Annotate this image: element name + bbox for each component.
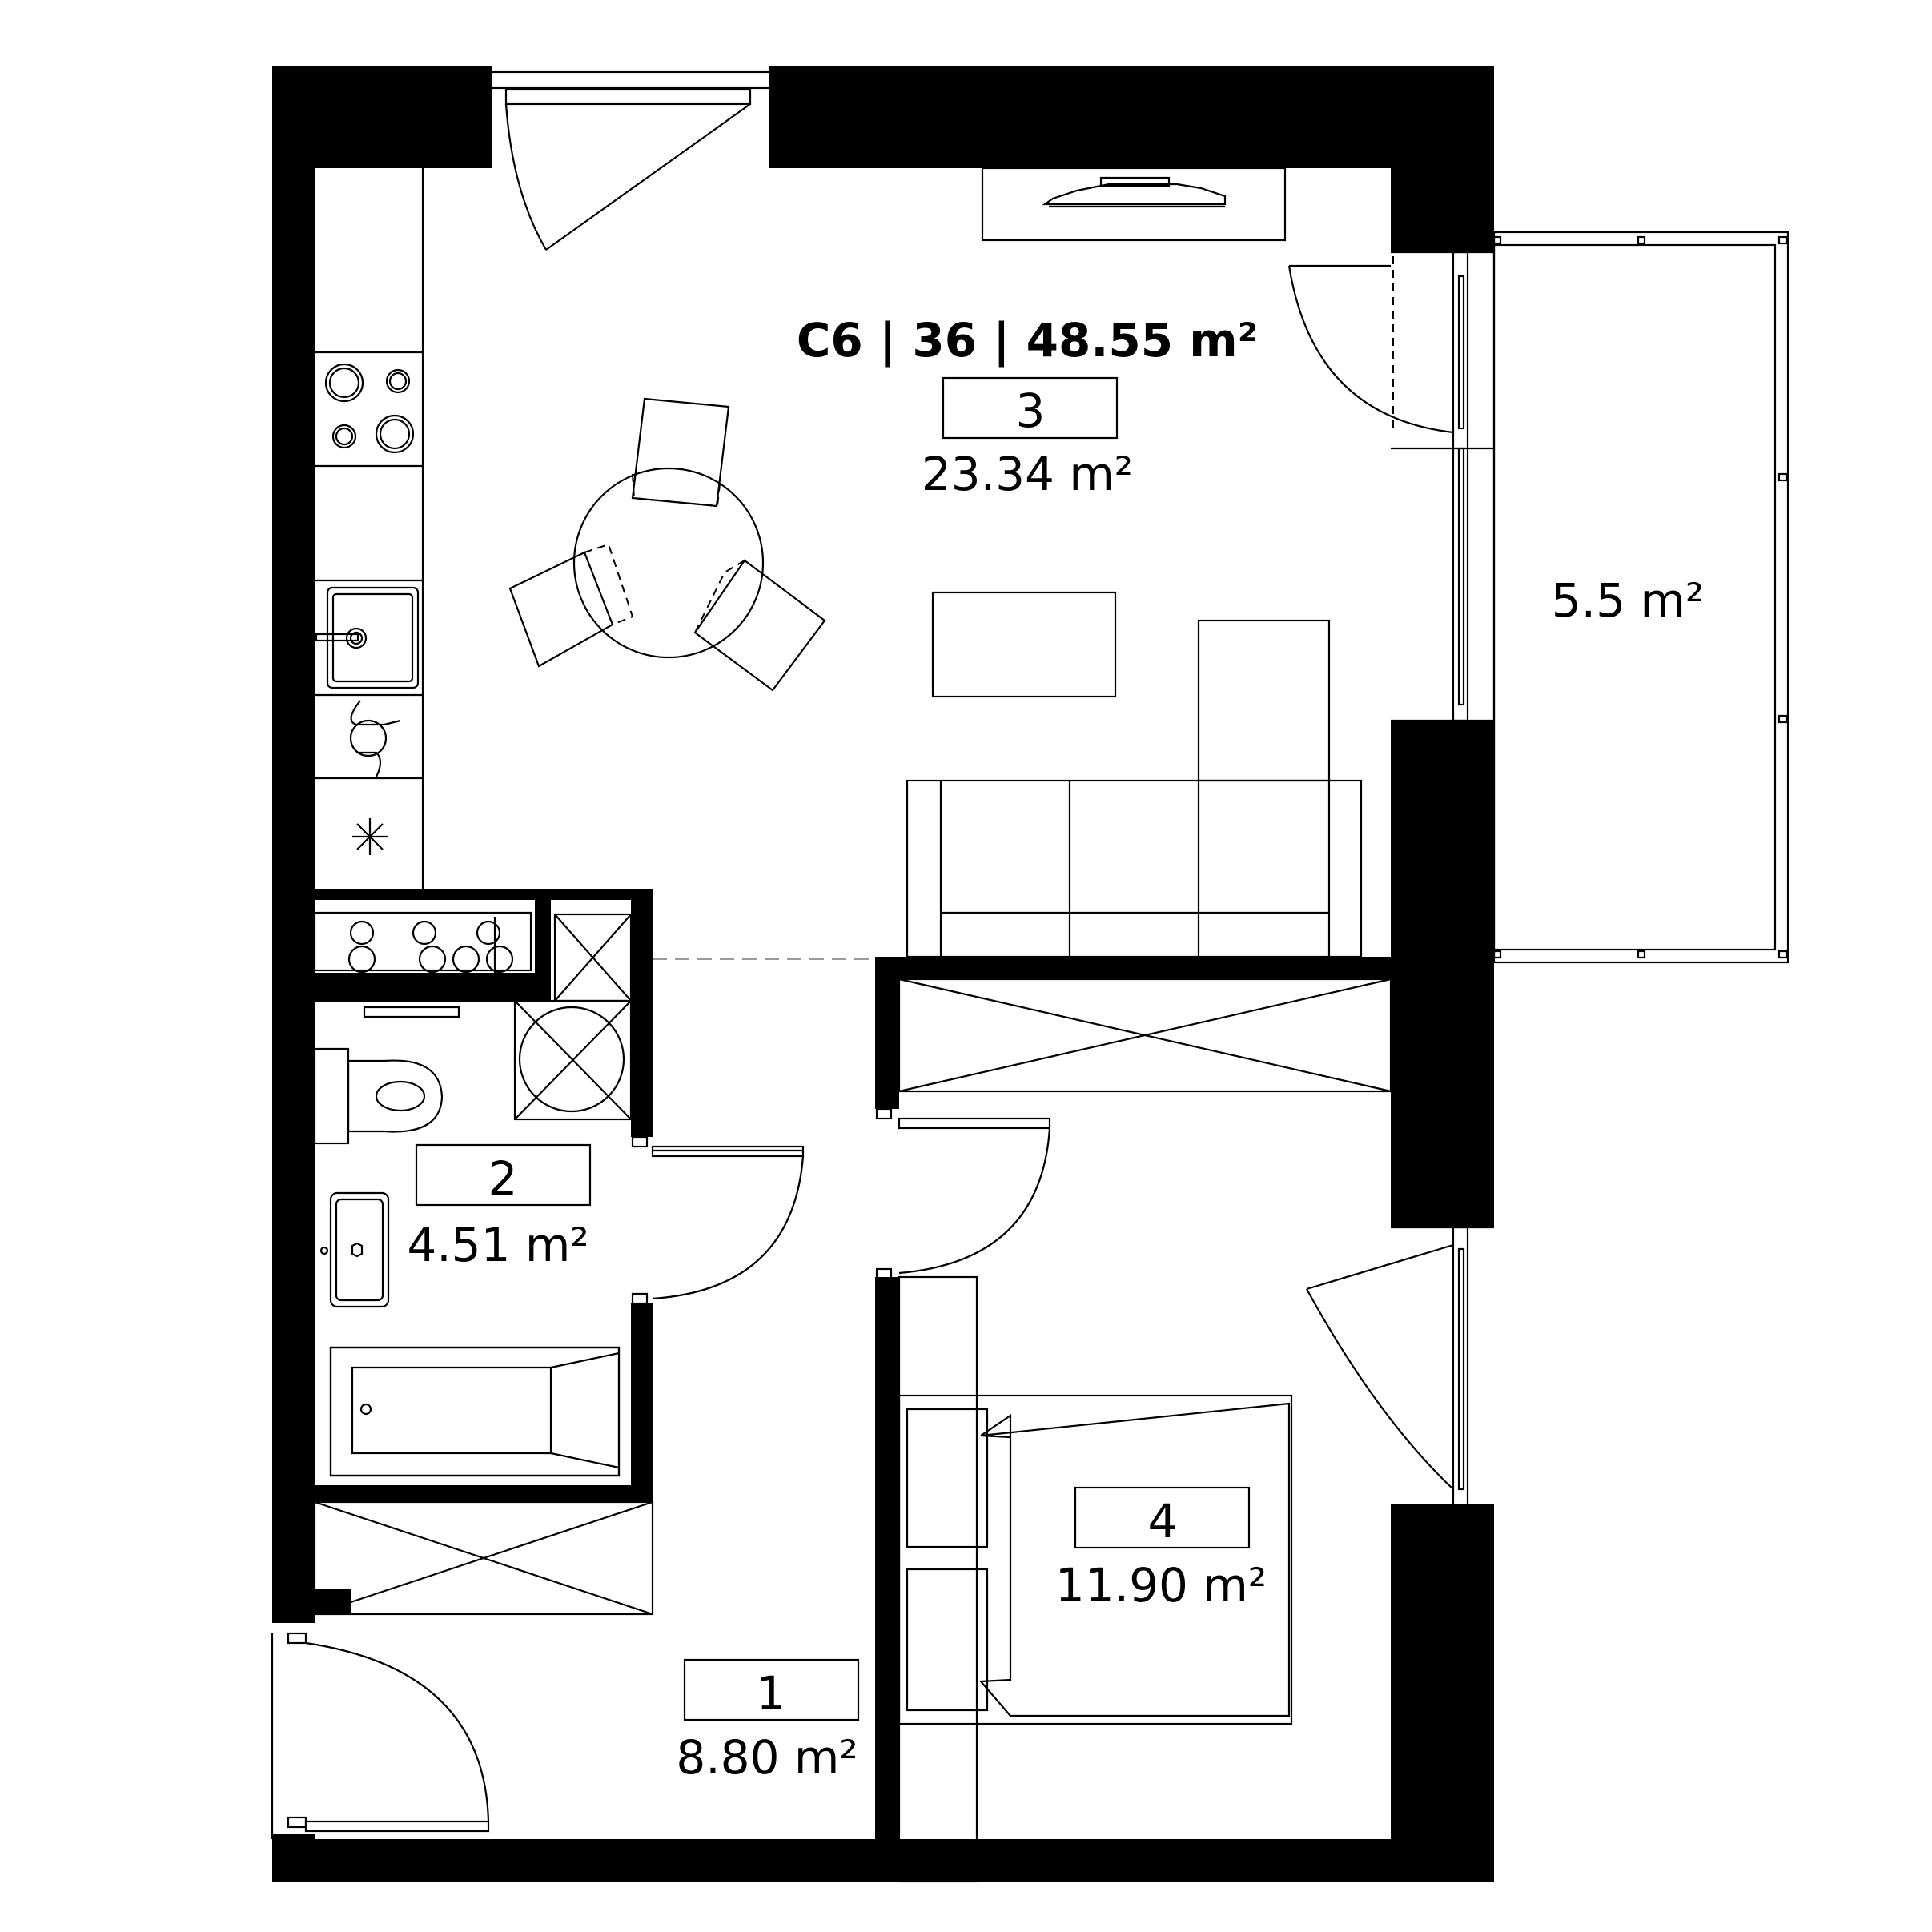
balcony bbox=[1492, 231, 1789, 964]
balcony-area: 5.5 m² bbox=[1552, 573, 1704, 628]
room-label-living: 3 23.34 m² bbox=[922, 376, 1133, 501]
balcony-door bbox=[1287, 251, 1494, 722]
room-area-hall: 8.80 m² bbox=[676, 1730, 858, 1785]
coffee-table bbox=[931, 591, 1117, 698]
bathroom-cabinet bbox=[313, 911, 532, 974]
room-number-hall: 1 bbox=[757, 1666, 786, 1721]
dining-table bbox=[508, 397, 826, 692]
bedroom-wardrobe bbox=[898, 978, 1392, 1093]
interior-walls bbox=[287, 889, 1391, 1882]
unit-title: C6 | 36 | 48.55 m² bbox=[797, 313, 1258, 368]
room-number-living: 3 bbox=[1016, 384, 1046, 438]
room-area-bedroom: 11.90 m² bbox=[1055, 1558, 1267, 1613]
bed bbox=[898, 1275, 1293, 1883]
sink-icon bbox=[315, 586, 420, 689]
boiler-icon bbox=[513, 999, 633, 1121]
top-window bbox=[488, 70, 772, 251]
range-hood bbox=[981, 167, 1287, 242]
room-number-bathroom: 2 bbox=[488, 1151, 518, 1206]
entry-door bbox=[304, 1641, 490, 1833]
toilet-icon bbox=[313, 1047, 444, 1145]
sofa bbox=[906, 619, 1363, 958]
bedroom-window bbox=[1306, 1226, 1494, 1507]
room-label-bathroom: 2 4.51 m² bbox=[407, 1143, 592, 1272]
dishwasher-icon bbox=[349, 700, 401, 777]
room-number-bedroom: 4 bbox=[1148, 1494, 1178, 1548]
room-label-hall: 1 8.80 m² bbox=[676, 1658, 860, 1785]
bathtub-icon bbox=[329, 1346, 621, 1477]
room-area-bathroom: 4.51 m² bbox=[407, 1218, 588, 1272]
bedroom-door bbox=[875, 1107, 1051, 1280]
washbasin-icon bbox=[319, 1191, 390, 1308]
fridge-icon bbox=[352, 818, 388, 855]
towel-rail bbox=[363, 1006, 460, 1018]
room-area-living: 23.34 m² bbox=[922, 447, 1133, 501]
kitchen-counter bbox=[315, 168, 424, 889]
washing-machine-icon bbox=[553, 913, 633, 1002]
room-label-bedroom: 4 11.90 m² bbox=[1055, 1486, 1267, 1613]
hall-wardrobe bbox=[313, 1500, 654, 1616]
bathroom-door bbox=[631, 1135, 805, 1305]
hob-icon bbox=[324, 363, 415, 454]
